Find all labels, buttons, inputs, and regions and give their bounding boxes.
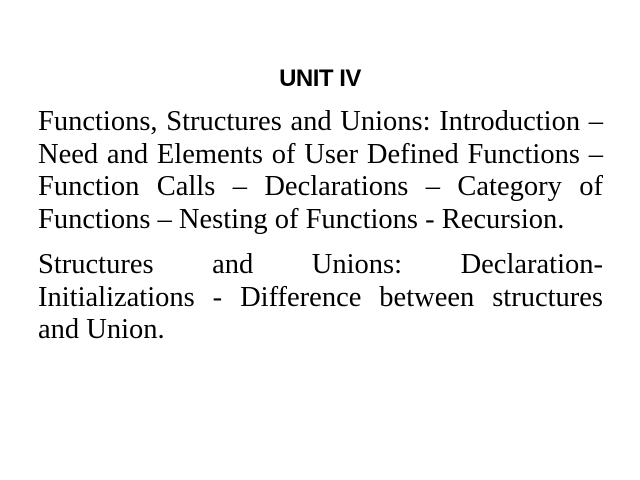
body-line: and Union.	[38, 314, 165, 345]
body-line: Functions – Nesting of Functions - Recur…	[38, 203, 565, 235]
body-line: Initializations - Difference between str…	[38, 281, 603, 313]
body-line: Structures and Unions: Declaration-	[38, 249, 603, 280]
body-line: Function Calls – Declarations – Category…	[38, 171, 603, 202]
slide-body: Functions, Structures and Unions: Introd…	[38, 106, 603, 347]
paragraph-structures: Structures and Unions: Declaration- Init…	[38, 249, 603, 347]
slide-title: UNIT IV	[279, 65, 361, 92]
paragraph-functions: Functions, Structures and Unions: Introd…	[38, 106, 603, 236]
body-line: Functions, Structures and Unions: Introd…	[38, 106, 603, 137]
body-line: Need and Elements of User Defined Functi…	[38, 138, 603, 170]
